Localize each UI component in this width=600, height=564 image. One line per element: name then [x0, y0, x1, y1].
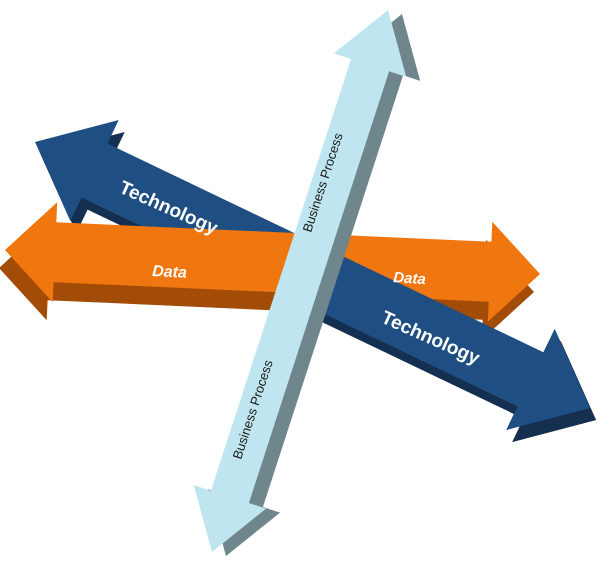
business-process-arrow-face: [193, 10, 407, 552]
data-label-right: Data: [393, 269, 427, 288]
business-process-arrow: [193, 10, 421, 556]
technology-arrow-right-half: [299, 247, 596, 442]
technology-arrow-face: [299, 247, 590, 430]
data-label-left: Data: [152, 263, 188, 282]
